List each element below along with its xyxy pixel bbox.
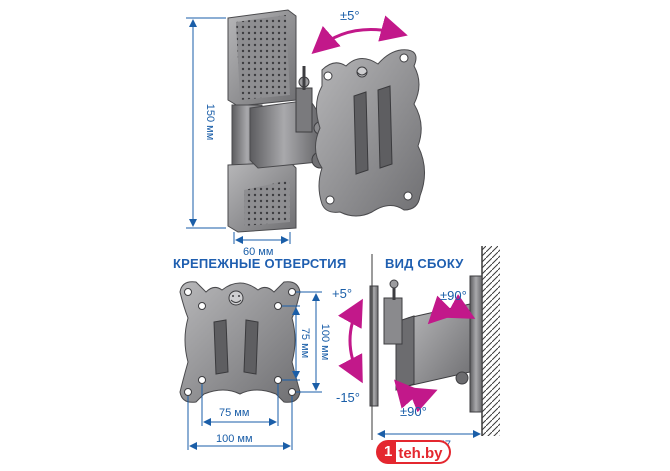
inner-height-label: 75 мм [299, 328, 311, 358]
top-view: ±5° 150 мм 60 мм [186, 8, 425, 258]
wall-plate [227, 9, 297, 233]
outer-height-label: 100 мм [319, 324, 331, 361]
swivel-bottom-label: ±90° [400, 404, 427, 419]
holes-title: КРЕПЕЖНЫЕ ОТВЕРСТИЯ [173, 256, 347, 271]
tv-plate-top [315, 49, 425, 217]
swivel-top-label: ±90° [440, 288, 467, 303]
tilt-arrow-side [338, 298, 363, 384]
wall [482, 246, 500, 436]
height-dimension: 150 мм [186, 17, 226, 229]
watermark-number: 1 [376, 440, 397, 464]
tilt-up-label: +5° [332, 286, 352, 301]
tilt-label-top: ±5° [340, 8, 360, 23]
side-view: +5° -15° ±90° ±90° min 57 [332, 246, 500, 451]
inner-width-label: 75 мм [219, 407, 249, 419]
tilt-down-label: -15° [336, 390, 360, 405]
watermark-text: teh.by [396, 440, 451, 464]
depth-dimension: 60 мм [233, 232, 291, 258]
height-label: 150 мм [204, 104, 216, 141]
watermark-badge: 1 teh.by [376, 440, 451, 464]
tilt-arrow-top [311, 15, 408, 54]
holes-view: 75 мм 100 мм 75 мм 100 мм [179, 281, 331, 450]
side-view-title: ВИД СБОКУ [385, 256, 464, 271]
mounting-holes [184, 288, 296, 396]
depth-label: 60 мм [243, 246, 273, 258]
outer-width-label: 100 мм [216, 433, 253, 445]
swivel-arrow-bottom [394, 379, 438, 413]
swivel-arrow-top [427, 294, 476, 325]
